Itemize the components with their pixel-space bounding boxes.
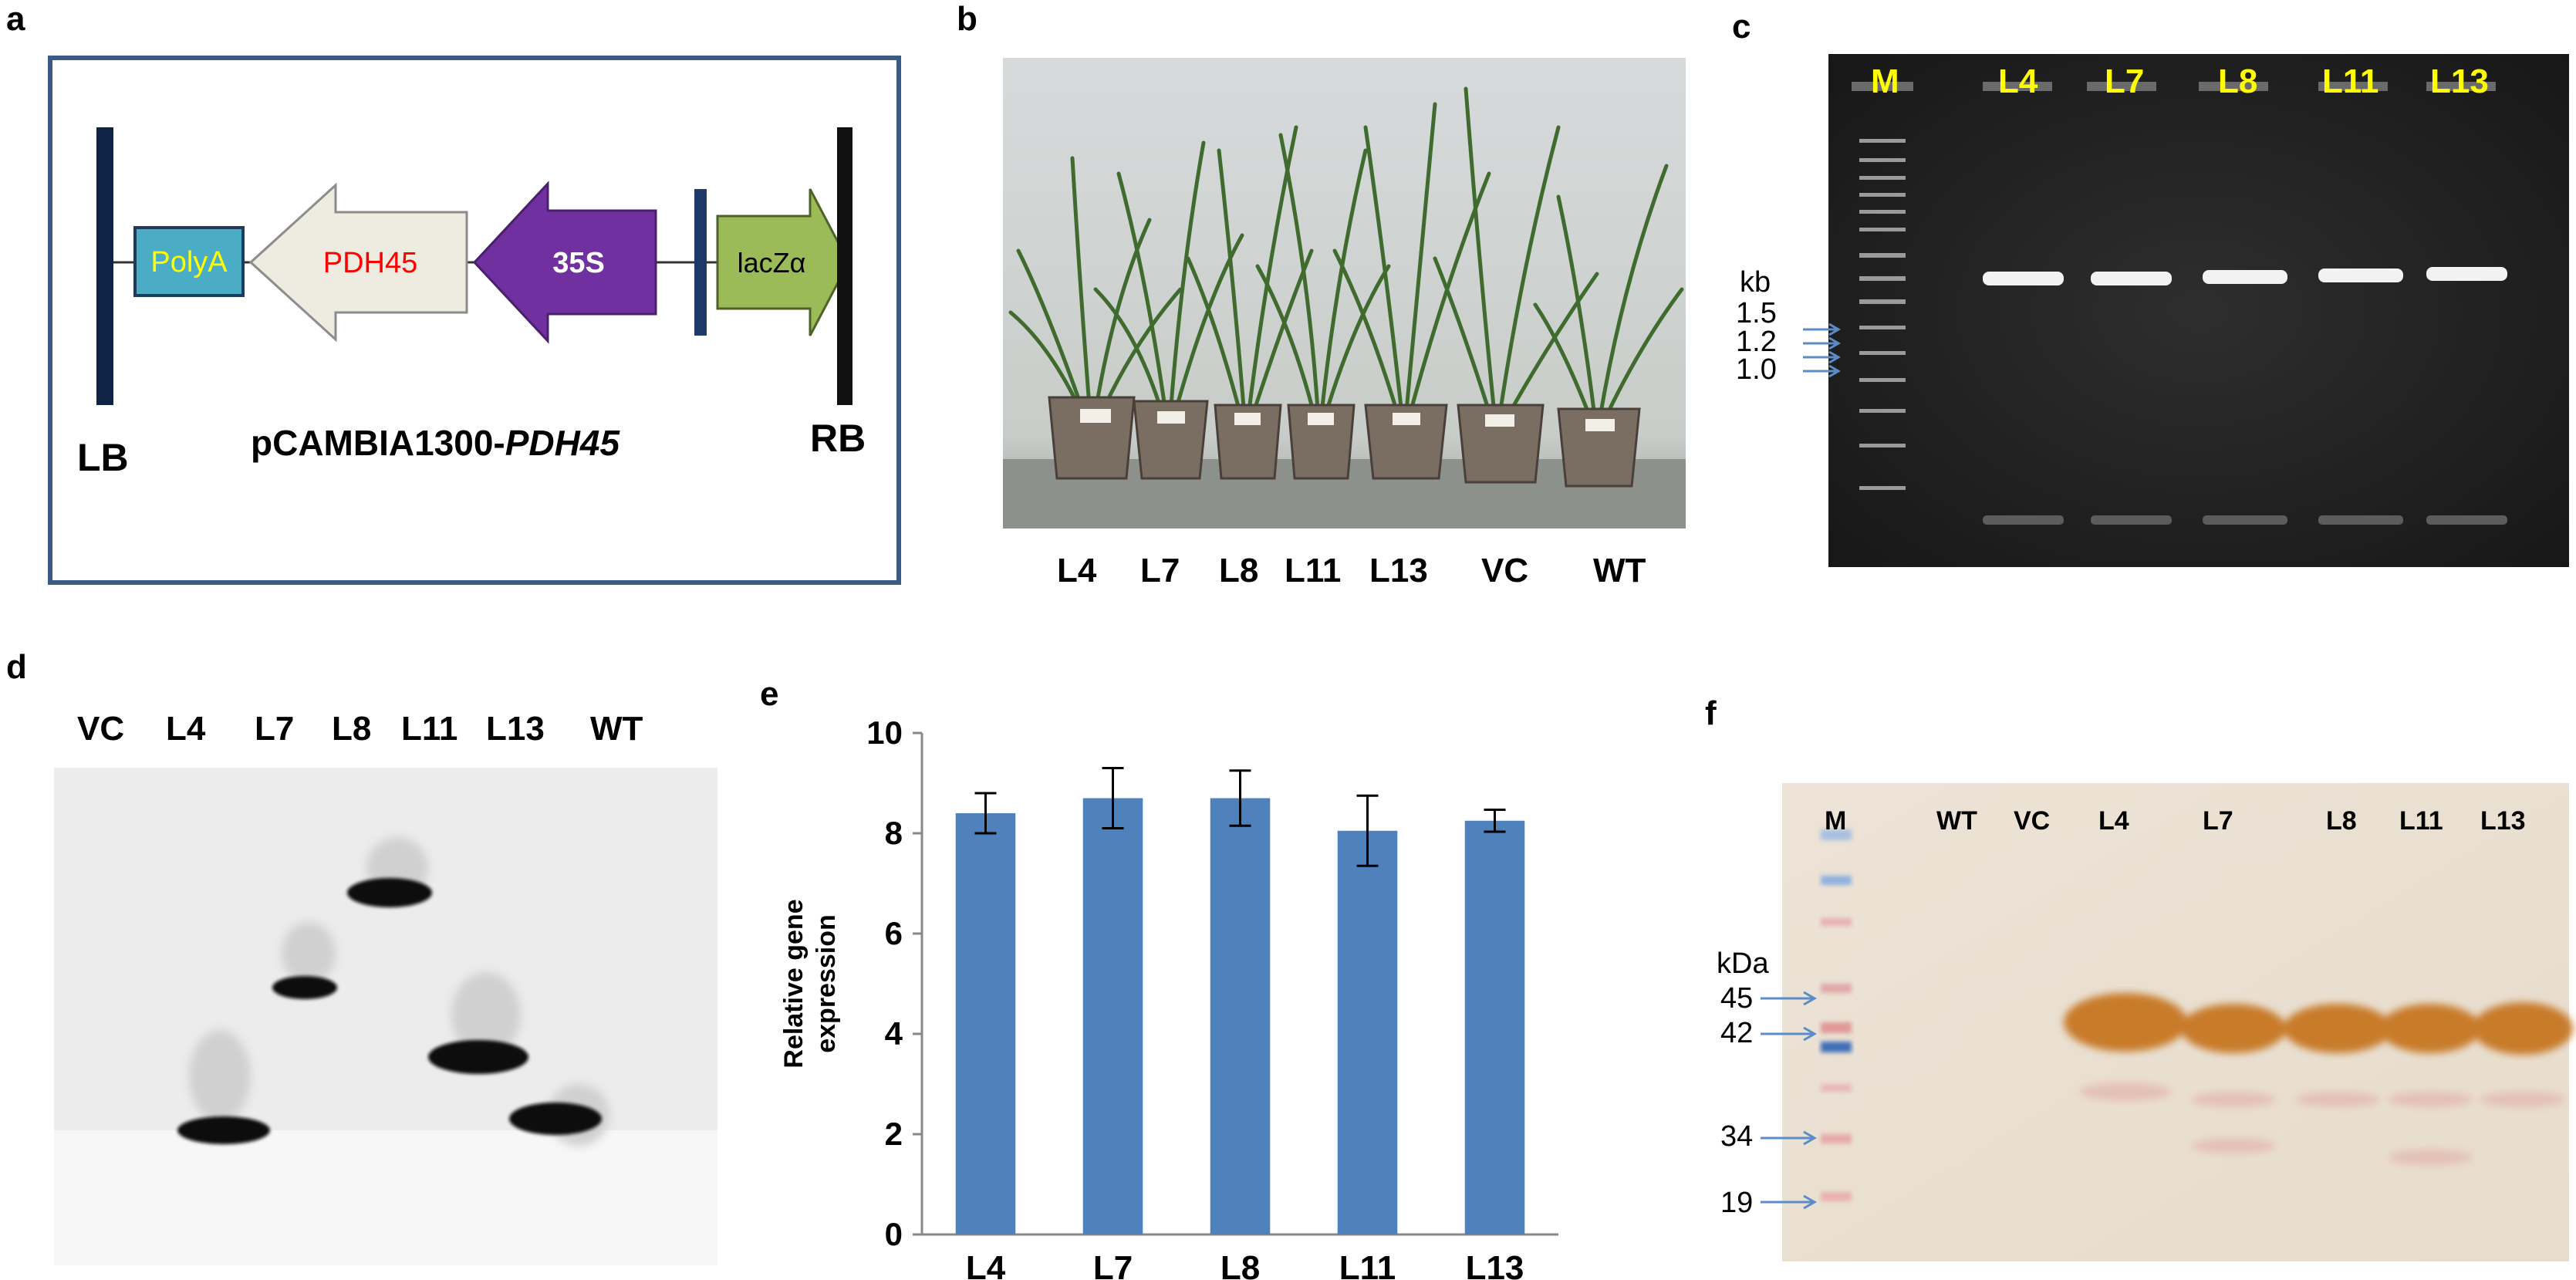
plant-lane-l11: L11 — [1285, 552, 1342, 589]
gel-lane-l11: L11 — [2322, 62, 2378, 100]
blot-lane-l11: L11 — [401, 710, 458, 748]
blot-lane-wt: WT — [590, 710, 643, 748]
polya-label: PolyA — [150, 246, 228, 279]
promoter-35s-arrow — [472, 181, 657, 344]
wb-lane-l13: L13 — [2480, 806, 2526, 836]
gel-marker-1-2: 1.2 — [1736, 326, 1777, 358]
plant-lane-l7: L7 — [1140, 552, 1180, 589]
wb-lane-l4: L4 — [2098, 806, 2129, 836]
panel-e-label: e — [760, 675, 779, 713]
lacz-arrow — [716, 188, 850, 336]
gel-lane-l8: L8 — [2218, 62, 2257, 100]
gel-marker-1-5: 1.5 — [1736, 297, 1777, 329]
wb-lane-l8: L8 — [2326, 806, 2357, 836]
chart-bar — [1337, 830, 1398, 1234]
pdh45-label: PDH45 — [323, 247, 418, 279]
chart-bar — [1082, 798, 1143, 1234]
panel-b-label: b — [957, 0, 977, 38]
wb-lane-m: M — [1825, 806, 1846, 836]
ladder-bands — [1859, 139, 1906, 490]
chart-category-label: L4 — [966, 1249, 1006, 1280]
panel-f-label: f — [1705, 694, 1717, 732]
panel-a-label: a — [6, 0, 25, 38]
gel-marker-arrows — [1803, 323, 1841, 378]
gel-background — [1828, 54, 2569, 567]
blot-lane-l8: L8 — [332, 710, 372, 748]
pcr-gel: M L4 L7 L8 L11 L13 — [1828, 54, 2569, 567]
wb-unit-label: kDa — [1717, 947, 1769, 980]
panel-c-label: c — [1732, 8, 1751, 46]
plant-leaves — [1008, 86, 1684, 438]
gel-unit-label: kb — [1740, 266, 1771, 299]
gel-wells — [1852, 82, 2496, 91]
rb-label: RB — [810, 417, 866, 460]
plant-lane-l4: L4 — [1057, 552, 1097, 589]
gel-lane-l7: L7 — [2105, 62, 2144, 100]
southern-blot — [54, 768, 717, 1265]
wb-lane-wt: WT — [1936, 806, 1977, 836]
pot-tags — [1080, 409, 1615, 431]
chart-bar — [1210, 798, 1271, 1234]
gel-lane-m: M — [1871, 62, 1899, 100]
panel-d-label: d — [6, 648, 27, 686]
vector-name: pCAMBIA1300-PDH45 — [251, 423, 620, 463]
western-blot: M WT VC L4 L7 L8 L11 L13 — [1782, 783, 2573, 1261]
chart-bar — [1464, 820, 1525, 1234]
protein-bands — [2064, 993, 2573, 1055]
plant-pots — [1048, 396, 1641, 488]
blot-lane-vc: VC — [77, 710, 125, 748]
chart-category-label: L11 — [1339, 1249, 1396, 1280]
wb-marker-42: 42 — [1720, 1017, 1754, 1049]
plant-lane-l13: L13 — [1369, 552, 1428, 589]
polya-box — [133, 226, 245, 297]
wb-lane-l11: L11 — [2399, 806, 2443, 836]
wb-marker-19: 19 — [1720, 1187, 1754, 1219]
gel-lane-l13: L13 — [2430, 62, 2489, 100]
vector-diagram: PolyA PDH45 35S lacZα LB RB pCAMBIA1300-… — [48, 56, 901, 585]
pdh45-arrow — [248, 182, 468, 343]
plant-lane-vc: VC — [1481, 552, 1529, 589]
chart-y-tick-label: 4 — [885, 1015, 903, 1052]
wb-lane-vc: VC — [2014, 806, 2050, 836]
promoter-35s-label: 35S — [552, 247, 605, 279]
plant-lane-wt: WT — [1593, 552, 1646, 589]
sample-bands — [1983, 267, 2507, 285]
chart-y-tick-label: 10 — [866, 714, 903, 751]
lb-label: LB — [77, 436, 129, 479]
blot-lane-l7: L7 — [255, 710, 295, 748]
chart-y-tick-label: 8 — [885, 815, 903, 851]
chart-category-label: L13 — [1466, 1249, 1524, 1280]
vector-frame — [48, 56, 901, 585]
chart-category-label: L8 — [1220, 1249, 1260, 1280]
blot-lane-l4: L4 — [166, 710, 206, 748]
lacz-label: lacZα — [738, 247, 806, 279]
chart-y-tick-label: 2 — [885, 1116, 903, 1152]
chart-category-label: L7 — [1093, 1249, 1133, 1280]
wb-marker-45: 45 — [1720, 982, 1754, 1015]
plant-lane-l8: L8 — [1219, 552, 1259, 589]
chart-y-tick-label: 0 — [885, 1216, 903, 1252]
gel-lane-l4: L4 — [1998, 62, 2038, 100]
lb-border — [96, 127, 113, 405]
chart-y-tick-label: 6 — [885, 915, 903, 951]
gel-marker-1-0: 1.0 — [1736, 353, 1777, 386]
wb-lane-l7: L7 — [2203, 806, 2233, 836]
small-border-bar — [694, 189, 707, 336]
marker-lane — [1821, 829, 1852, 1201]
wb-marker-arrows — [1761, 991, 1818, 1210]
blot-lane-l13: L13 — [486, 710, 545, 748]
blot-lower-region — [54, 1130, 717, 1265]
blot-bands — [177, 878, 602, 1144]
plant-photo — [1003, 58, 1686, 529]
rb-border — [837, 127, 852, 405]
wb-marker-34: 34 — [1720, 1120, 1754, 1153]
chart-bar — [955, 813, 1016, 1234]
primer-dimer-bands — [1983, 515, 2507, 525]
